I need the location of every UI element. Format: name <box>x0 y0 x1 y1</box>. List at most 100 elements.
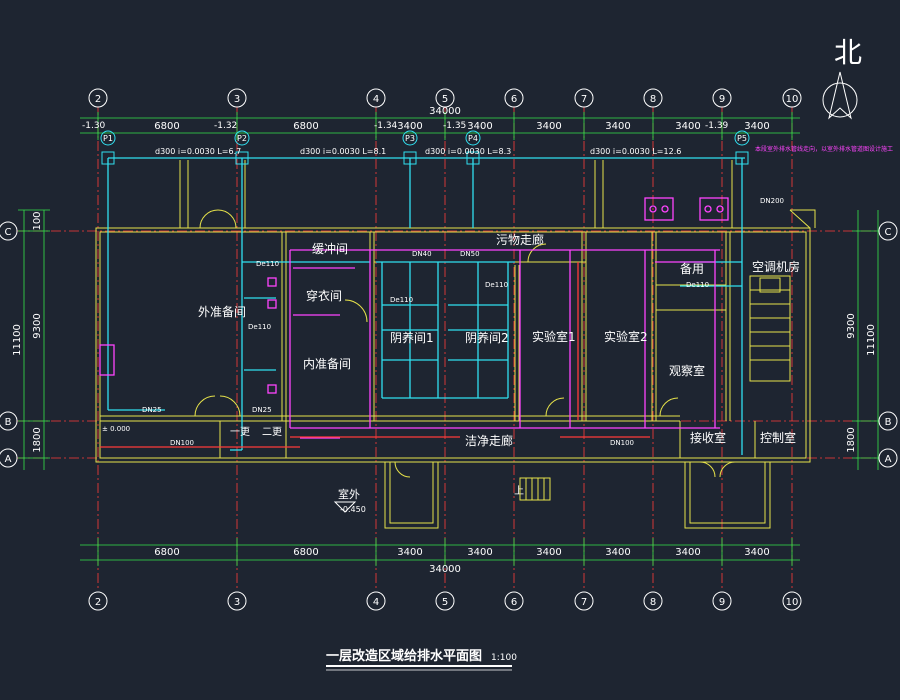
dim-bottom-6: 3400 <box>605 547 630 558</box>
dim-bottom-7: 3400 <box>675 547 700 558</box>
axis-left-B: B <box>0 411 18 431</box>
pipe-labels: d300 i=0.0030 L=6.7 d300 i=0.0030 L=8.1 … <box>155 145 893 156</box>
svg-text:P5: P5 <box>737 134 747 143</box>
tag-dn200: DN200 <box>760 197 784 205</box>
tag-elev-zero: ± 0.000 <box>102 425 130 433</box>
north-arrow-icon <box>828 71 852 120</box>
pipe-label-3: d300 i=0.0030 L=8.3 <box>425 147 511 156</box>
dim-bottom-5: 3400 <box>536 547 561 558</box>
axis-bottom-8-label: 8 <box>650 597 656 608</box>
axis-bottom-10-label: 10 <box>786 597 799 608</box>
dim-total-bottom: 34000 <box>429 564 461 575</box>
north-label: 北 <box>834 36 862 69</box>
axis-top-4-label: 4 <box>373 94 379 105</box>
axis-bottom-6-label: 6 <box>511 597 517 608</box>
axis-bottom-6: 6 <box>504 591 524 611</box>
tag-dn40: DN40 <box>412 250 432 258</box>
svg-text:P1: P1 <box>103 134 113 143</box>
dim-bottom-1: 6800 <box>154 547 179 558</box>
pipe-node-3-elev: -1.34 <box>374 121 398 131</box>
dim-bottom-4: 3400 <box>467 547 492 558</box>
room-core-1: 阴养间1 <box>390 330 434 345</box>
axis-top-9-label: 9 <box>719 94 725 105</box>
pipe-nodes: P1 -1.30 P2 -1.32 P3 -1.34 P4 -1.35 P5 -… <box>82 121 750 165</box>
axis-bottom-9-label: 9 <box>719 597 725 608</box>
pipe-label-2: d300 i=0.0030 L=8.1 <box>300 147 386 156</box>
room-inner-prep: 内准备间 <box>303 357 351 371</box>
axis-bottom-10: 10 <box>782 591 802 611</box>
room-control: 控制室 <box>760 430 796 445</box>
tag-dn100: DN100 <box>170 439 194 447</box>
tag-dn25-2: DN25 <box>252 406 272 414</box>
svg-text:P2: P2 <box>237 134 247 143</box>
room-dirty-corridor: 污物走廊 <box>496 232 544 247</box>
dim-left-2: 9300 <box>32 313 43 338</box>
drawing-title: 一层改造区域给排水平面图 1:100 <box>326 648 517 671</box>
axis-bottom-7: 7 <box>574 591 594 611</box>
axis-bottom-4-label: 4 <box>373 597 379 608</box>
water-pipes <box>107 157 745 455</box>
pipe-node-5-elev: -1.39 <box>705 121 729 131</box>
tag-dn25: DN25 <box>142 406 162 414</box>
dim-top-2: 6800 <box>293 121 318 132</box>
dimension-text: 34000 6800 6800 3400 3400 3400 3400 3400… <box>12 106 877 575</box>
pipe-node-4: P4 -1.35 <box>443 121 481 165</box>
pipe-node-1: P1 -1.30 <box>82 121 116 165</box>
dim-top-6: 3400 <box>605 121 630 132</box>
pipe-node-3: P3 -1.34 <box>374 121 418 165</box>
dim-right-1: 9300 <box>846 313 857 338</box>
title-scale: 1:100 <box>491 653 517 663</box>
north-circle <box>822 82 858 118</box>
axis-top-7: 7 <box>574 88 594 108</box>
pipe-size-tags: De110 De110 De110 De110 De110 DN40 DN50 … <box>102 197 784 447</box>
axis-top-6: 6 <box>504 88 524 108</box>
room-outdoor: 室外 <box>338 487 360 501</box>
room-observe: 观察室 <box>669 363 705 378</box>
pipe-node-5: P5 -1.39 <box>705 121 750 165</box>
pipe-node-2-elev: -1.32 <box>214 121 237 131</box>
axis-right-A: A <box>878 448 898 468</box>
axis-bottom-5-label: 5 <box>442 597 448 608</box>
dim-total-right: 11100 <box>866 324 877 356</box>
dimension-lines <box>18 112 884 566</box>
axis-bottom-7-label: 7 <box>581 597 587 608</box>
dim-top-8: 3400 <box>744 121 769 132</box>
drain-pipes <box>99 197 729 439</box>
axis-top-2: 2 <box>88 88 108 108</box>
room-receive: 接收室 <box>690 430 726 445</box>
room-first-change: 一更 <box>230 426 250 438</box>
tag-dn100-2: DN100 <box>610 439 634 447</box>
pipe-node-4-elev: -1.35 <box>443 121 466 131</box>
dim-total-top: 34000 <box>429 106 461 117</box>
room-core-2: 阴养间2 <box>465 330 509 345</box>
tag-de110-1: De110 <box>256 260 279 268</box>
room-spare: 备用 <box>680 262 704 276</box>
dim-bottom-8: 3400 <box>744 547 769 558</box>
red-pipes <box>100 262 650 448</box>
tag-de110-2: De110 <box>248 323 271 331</box>
room-aircon: 空调机房 <box>752 259 800 274</box>
tag-de110-5: De110 <box>686 281 709 289</box>
axis-right-B-label: B <box>885 417 892 428</box>
tag-de110-3: De110 <box>390 296 413 304</box>
axis-bottom-3: 3 <box>227 591 247 611</box>
room-second-change: 二更 <box>262 426 282 438</box>
room-outdoor-elev: -0.450 <box>340 505 366 514</box>
stairs <box>519 477 551 501</box>
axis-top-10-label: 10 <box>786 94 799 105</box>
room-up: 上 <box>514 485 524 497</box>
dim-top-7: 3400 <box>675 121 700 132</box>
room-lab1: 实验室1 <box>532 329 576 344</box>
svg-text:P3: P3 <box>405 134 415 143</box>
axis-bottom-3-label: 3 <box>234 597 240 608</box>
dim-top-4: 3400 <box>467 121 492 132</box>
axis-bottom-2: 2 <box>88 591 108 611</box>
pipe-node-2: P2 -1.32 <box>214 121 250 165</box>
dim-left-1: 100 <box>32 211 43 230</box>
top-right-note: 本段室外排水管线走向，以室外排水管道图设计施工 <box>755 145 893 153</box>
room-outer-prep: 外准备间 <box>198 305 246 319</box>
tag-de110-4: De110 <box>485 281 508 289</box>
axis-bottom-4: 4 <box>366 591 386 611</box>
room-buffer: 缓冲间 <box>312 241 348 256</box>
